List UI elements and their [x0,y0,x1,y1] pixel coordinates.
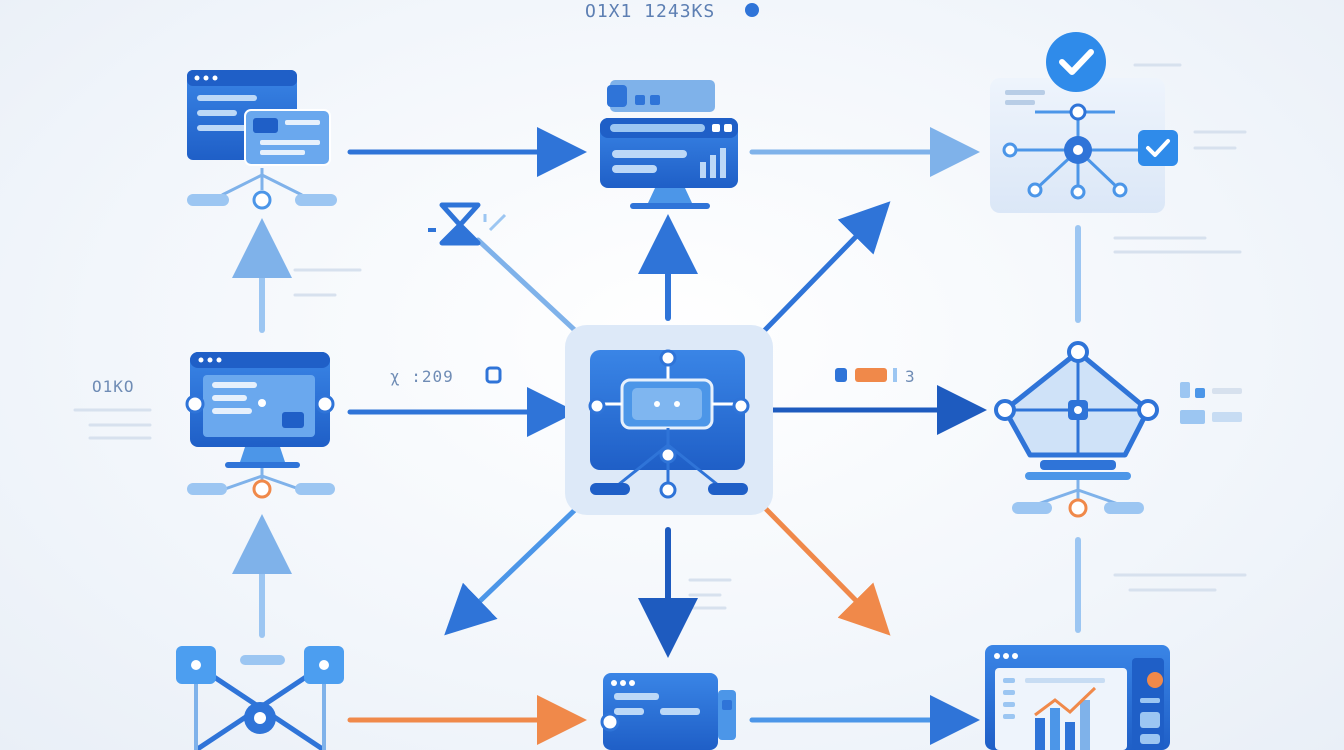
node-bottom-center-server [600,673,736,750]
node-bottom-left-network [176,646,344,750]
check-icon [1146,139,1170,157]
top-dot [745,3,759,17]
node-top-left-browser [187,70,337,210]
node-top-right-verified-network [990,32,1178,213]
center-left-label: χ :209 [390,367,454,386]
arrow-hub-down-left [444,502,583,636]
top-code-label: O1X1 1243KS [585,1,715,22]
check-box [1138,130,1178,166]
node-top-center-server [600,80,738,209]
svg-text:3: 3 [905,367,916,386]
central-hub [565,325,773,515]
arrows [232,127,1081,745]
check-icon [1059,49,1094,75]
arrow-hub-down-right [762,505,891,636]
left-side-label: O1KO [92,377,135,396]
node-bottom-right-dashboard [985,645,1170,750]
node-left-monitor [185,352,335,499]
center-right-indicator: 3 [835,367,916,386]
arrow-hub-up-right [762,201,891,333]
check-badge [1046,32,1106,92]
line-hub-to-hourglass [475,237,583,338]
label-square [485,366,502,384]
node-right-pentagon-network [994,341,1242,518]
hourglass-icon [428,202,507,246]
